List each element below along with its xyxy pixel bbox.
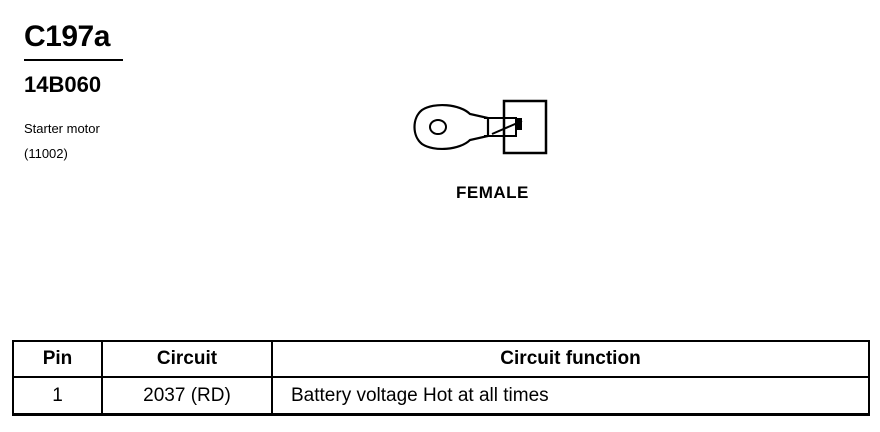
title-divider — [24, 59, 123, 61]
connector-description: Starter motor — [24, 121, 100, 136]
gender-label: FEMALE — [456, 183, 529, 202]
table-row: 1 2037 (RD) Battery voltage Hot at all t… — [12, 376, 870, 416]
table-header-row: Pin Circuit Circuit function — [12, 340, 870, 378]
cell-pin: 1 — [12, 376, 103, 416]
ring-terminal-icon — [413, 99, 548, 155]
connector-service-code: (11002) — [24, 146, 68, 161]
cell-circuit-function: Battery voltage Hot at all times — [271, 376, 870, 416]
part-number: 14B060 — [24, 72, 102, 97]
cell-circuit: 2037 (RD) — [101, 376, 273, 416]
header-circuit: Circuit — [101, 340, 273, 378]
header-pin: Pin — [12, 340, 103, 378]
connector-id: C197a — [24, 20, 110, 53]
header-circuit-function: Circuit function — [271, 340, 870, 378]
pinout-table: Pin Circuit Circuit function 1 2037 (RD)… — [12, 340, 870, 416]
